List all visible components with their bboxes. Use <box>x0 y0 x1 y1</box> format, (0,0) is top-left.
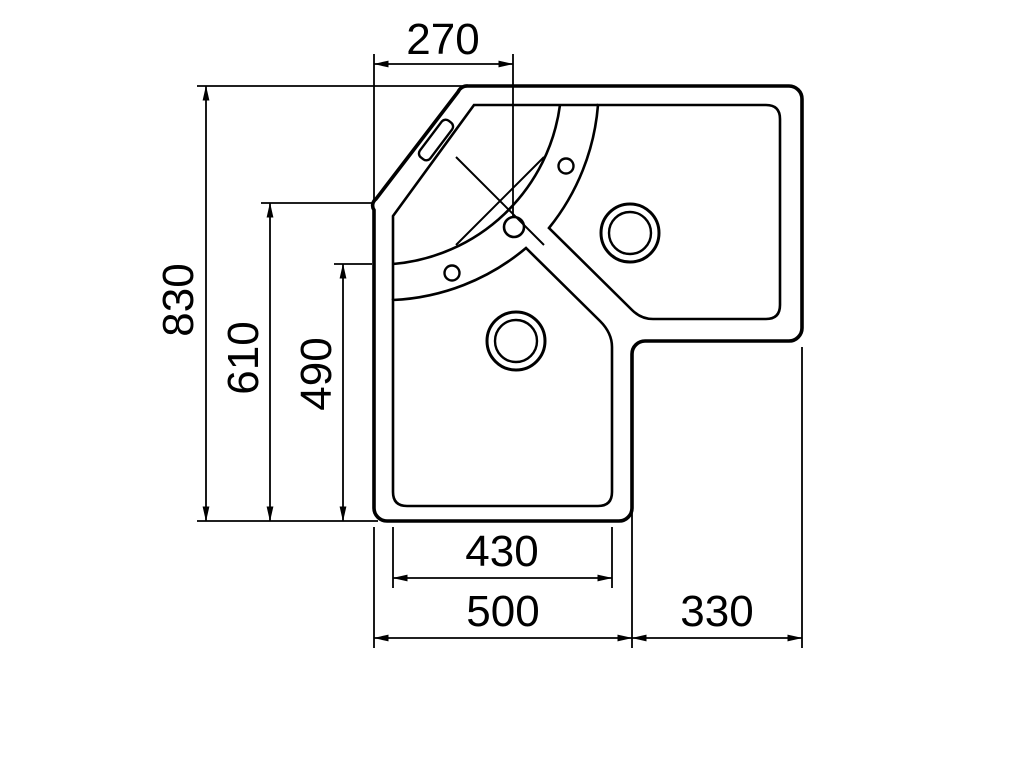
tap-hole-lower <box>443 264 461 282</box>
sink-body <box>370 84 804 523</box>
dim-label-610: 610 <box>219 321 268 394</box>
overflow-slot <box>417 118 455 162</box>
right-bowl <box>547 103 782 321</box>
dimension-610 <box>261 202 372 522</box>
bottom-drain-inner-ring <box>493 318 539 364</box>
deck-inner-edge <box>391 103 598 300</box>
tap-hole-upper <box>557 157 575 175</box>
dimension-830 <box>197 85 466 522</box>
dimension-430 <box>392 527 613 588</box>
right-drain-outer-ring <box>599 202 661 264</box>
dim-label-830: 830 <box>154 263 203 336</box>
tap-hole-center <box>502 215 526 239</box>
bottom-bowl <box>391 246 614 508</box>
dim-label-270: 270 <box>406 15 479 64</box>
dim-label-330: 330 <box>680 587 753 636</box>
dimension-lines <box>197 54 803 648</box>
faucet-cross-mark <box>455 156 545 246</box>
dimension-330 <box>631 347 803 648</box>
bottom-drain-outer-ring <box>485 310 547 372</box>
right-drain-inner-ring <box>607 210 653 256</box>
dim-label-430: 430 <box>465 527 538 576</box>
dimension-500 <box>373 357 633 648</box>
dimension-490 <box>334 263 372 522</box>
dim-label-490: 490 <box>292 337 341 410</box>
dimension-270 <box>373 54 514 217</box>
dimension-labels: 270 830 610 490 430 500 330 <box>154 15 754 636</box>
dim-label-500: 500 <box>466 587 539 636</box>
